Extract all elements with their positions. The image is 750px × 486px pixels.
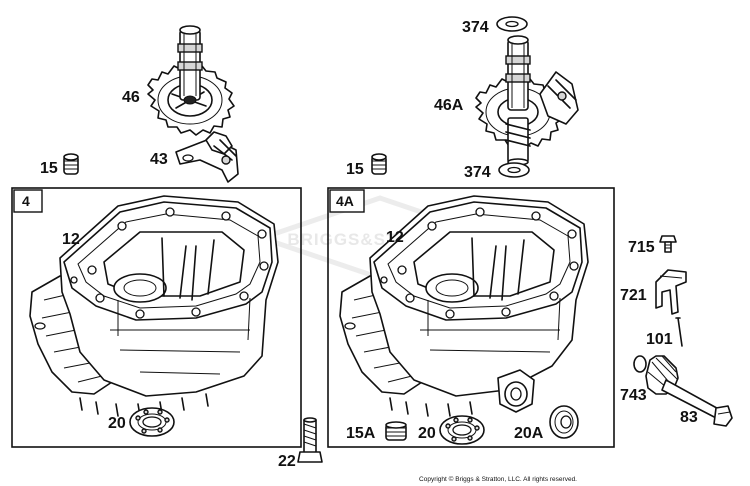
- label-374-top: 374: [462, 19, 489, 36]
- flange-bolt-holes-left: [70, 207, 269, 319]
- plug-15-left: [63, 153, 79, 175]
- label-12-left: 12: [62, 231, 80, 248]
- camshaft-gear-46a: [475, 35, 579, 166]
- box-tag-4: [13, 189, 43, 213]
- bolt-715: [659, 235, 677, 253]
- plug-15a: [385, 421, 407, 441]
- pin-101: [675, 317, 683, 347]
- label-15-left: 15: [40, 160, 58, 177]
- box-label-4: 4: [22, 193, 30, 209]
- washer-374-top: [496, 16, 528, 32]
- oil-seal-20-right: [439, 415, 485, 445]
- oil-seal-20-left: [129, 407, 175, 437]
- bracket-721: [655, 269, 687, 315]
- bolt-22: [297, 417, 323, 463]
- label-721: 721: [620, 287, 647, 304]
- label-20-left: 20: [108, 415, 126, 432]
- label-374-bottom: 374: [464, 164, 491, 181]
- flange-bolt-holes-right: [380, 207, 579, 319]
- washer-374-bottom: [498, 162, 530, 178]
- label-83: 83: [680, 409, 698, 426]
- label-101: 101: [646, 331, 673, 348]
- label-715: 715: [628, 239, 655, 256]
- engine-sump-left: [29, 195, 279, 417]
- label-20-right: 20: [418, 425, 436, 442]
- box-label-4a: 4A: [336, 193, 354, 209]
- label-43: 43: [150, 151, 168, 168]
- engine-sump-right: [339, 195, 589, 417]
- label-46a: 46A: [434, 97, 464, 114]
- label-22: 22: [278, 453, 296, 470]
- label-20a: 20A: [514, 425, 544, 442]
- label-46: 46: [122, 89, 140, 106]
- governor-shaft-83: [661, 379, 733, 427]
- compression-release-43: [175, 131, 239, 183]
- camshaft-gear-46: [147, 25, 235, 136]
- frame-box-4a: [327, 187, 615, 448]
- label-15-right: 15: [346, 161, 364, 178]
- plug-15-right: [371, 153, 387, 175]
- oil-seal-20a: [549, 405, 579, 439]
- label-15a: 15A: [346, 425, 376, 442]
- box-tag-4a: [329, 189, 365, 213]
- copyright-notice: Copyright © Briggs & Stratton, LLC. All …: [419, 475, 577, 483]
- frame-box-4: [11, 187, 302, 448]
- label-743: 743: [620, 387, 647, 404]
- label-12-right: 12: [386, 229, 404, 246]
